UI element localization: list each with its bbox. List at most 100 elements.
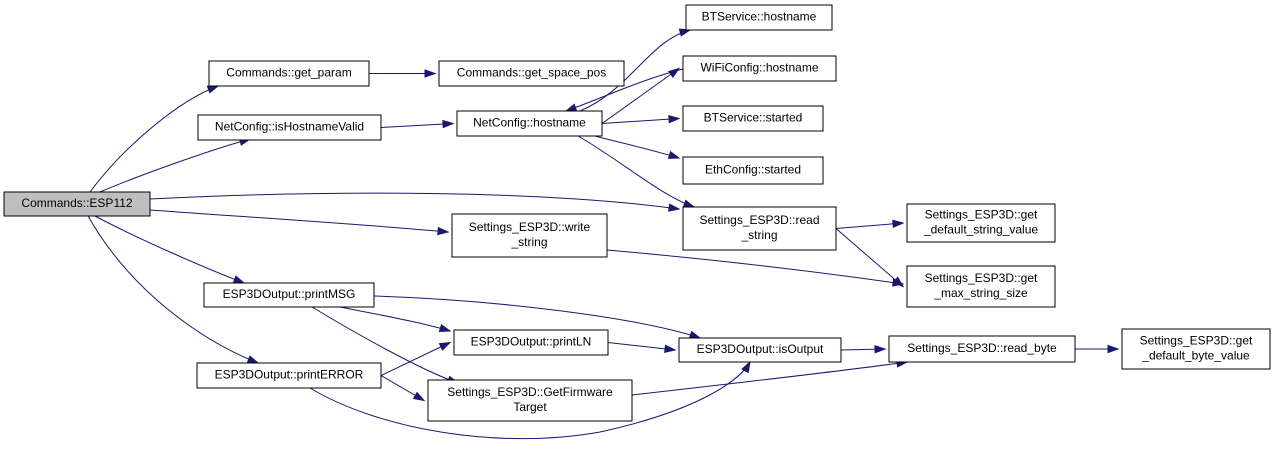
arrowhead-icon [412,391,426,402]
edge-line [601,118,680,124]
node-label: Settings_ESP3D::write [469,220,591,234]
edge-line [99,138,251,193]
edge-line [606,249,904,285]
edge-line [577,135,695,208]
node-box[interactable] [438,60,625,87]
node-bt_hostname[interactable]: BTService::hostname [685,4,833,31]
node-label: WiFiConfig::hostname [700,61,818,75]
node-label: ESP3DOutput::printMSG [223,287,356,301]
node-printMSG[interactable]: ESP3DOutput::printMSG [203,282,375,308]
node-net_hostname[interactable]: NetConfig::hostname [456,110,603,137]
edge-read_string-to-get_default_string [835,219,905,229]
arrowhead-icon [664,344,677,354]
node-box[interactable] [682,206,837,251]
node-esp112[interactable]: Commands::ESP112 [3,191,151,217]
node-box[interactable] [888,335,1076,363]
graph-edges [87,28,1120,440]
node-label: _string [740,228,777,242]
node-isHostnameValid[interactable]: NetConfig::isHostnameValid [197,114,382,141]
arrowhead-icon [892,278,905,287]
edge-get_param-to-get_space_pos [369,69,437,78]
arrowhead-icon [892,219,905,229]
edge-line [311,306,459,384]
node-eth_started[interactable]: EthConfig::started [682,156,824,185]
edge-printERROR-to-getFirmware [380,375,426,402]
node-get_space_pos[interactable]: Commands::get_space_pos [438,60,625,87]
edge-printLN-to-isOutput [607,342,677,354]
node-label: _max_string_size [933,286,1028,300]
edge-net_hostname-to-bt_started [601,114,681,124]
edge-net_hostname-to-read_string [577,135,696,208]
arrowhead-icon [1107,344,1120,354]
node-box[interactable] [196,362,382,389]
node-label: NetConfig::hostname [473,116,586,130]
node-printERROR[interactable]: ESP3DOutput::printERROR [196,362,382,389]
node-label: _default_byte_value [1141,349,1250,363]
node-label: BTService::hostname [702,10,817,24]
node-box[interactable] [453,329,609,356]
arrowhead-icon [232,275,246,284]
node-printLN[interactable]: ESP3DOutput::printLN [453,329,609,356]
edge-line [565,68,684,112]
edge-line [87,215,259,364]
node-box[interactable] [682,55,837,82]
edge-isOutput-to-read_byte [840,345,887,354]
edge-net_hostname-to-eth_started [594,135,681,159]
node-wifi_hostname[interactable]: WiFiConfig::hostname [682,55,837,82]
arrowhead-icon [438,323,452,333]
arrowhead-icon [424,69,437,78]
node-box[interactable] [678,337,842,363]
edge-esp112-to-read_string [149,192,681,212]
node-box[interactable] [1121,328,1271,370]
node-label: Settings_ESP3D::GetFirmware [447,385,613,399]
edge-line [835,228,904,287]
edge-esp112-to-isHostnameValid [99,137,252,193]
graph-nodes: Commands::ESP112 Commands::get_param Comma… [3,4,1271,422]
edge-line [149,209,449,233]
node-label: EthConfig::started [705,163,801,177]
node-box[interactable] [427,379,633,422]
edge-line [89,85,219,193]
arrowhead-icon [741,360,751,374]
node-box[interactable] [3,191,151,217]
node-box[interactable] [208,60,370,87]
node-write_string[interactable]: Settings_ESP3D::write_string [451,213,608,258]
node-box[interactable] [906,203,1056,243]
node-label: Commands::ESP112 [21,196,132,210]
node-box[interactable] [685,4,833,31]
arrowhead-icon [246,355,260,364]
node-get_param[interactable]: Commands::get_param [208,60,370,87]
edge-printERROR-to-printLN [380,341,452,376]
edge-isHostnameValid-to-net_hostname [380,119,455,129]
node-label: Settings_ESP3D::read [699,213,819,227]
node-box[interactable] [906,265,1056,308]
node-label: BTService::started [704,111,803,125]
node-box[interactable] [197,114,382,141]
edge-read_string-to-get_max_string [835,228,905,288]
node-box[interactable] [451,213,608,258]
arrowhead-icon [668,203,681,212]
arrowhead-icon [667,150,681,159]
node-label: Settings_ESP3D::get [925,208,1038,222]
node-box[interactable] [682,156,824,185]
node-box[interactable] [682,105,824,132]
node-get_max_string[interactable]: Settings_ESP3D::get_max_string_size [906,265,1056,308]
edge-line [94,215,245,284]
edge-line [309,361,751,440]
node-isOutput[interactable]: ESP3DOutput::isOutput [678,337,842,363]
node-get_default_byte[interactable]: Settings_ESP3D::get_default_byte_value [1121,328,1271,370]
edge-esp112-to-printMSG [94,215,246,284]
edge-net_hostname-to-bt_hostname [579,28,692,112]
node-get_default_string[interactable]: Settings_ESP3D::get_default_string_value [906,203,1056,243]
edge-line [835,222,904,229]
edge-printMSG-to-printLN [339,306,452,333]
node-box[interactable] [203,282,375,308]
node-box[interactable] [456,110,603,137]
node-read_string[interactable]: Settings_ESP3D::read_string [682,206,837,251]
edge-line [631,361,908,396]
node-label: Target [513,400,547,414]
node-read_byte[interactable]: Settings_ESP3D::read_byte [888,335,1076,363]
edge-line [380,123,454,128]
node-bt_started[interactable]: BTService::started [682,105,824,132]
